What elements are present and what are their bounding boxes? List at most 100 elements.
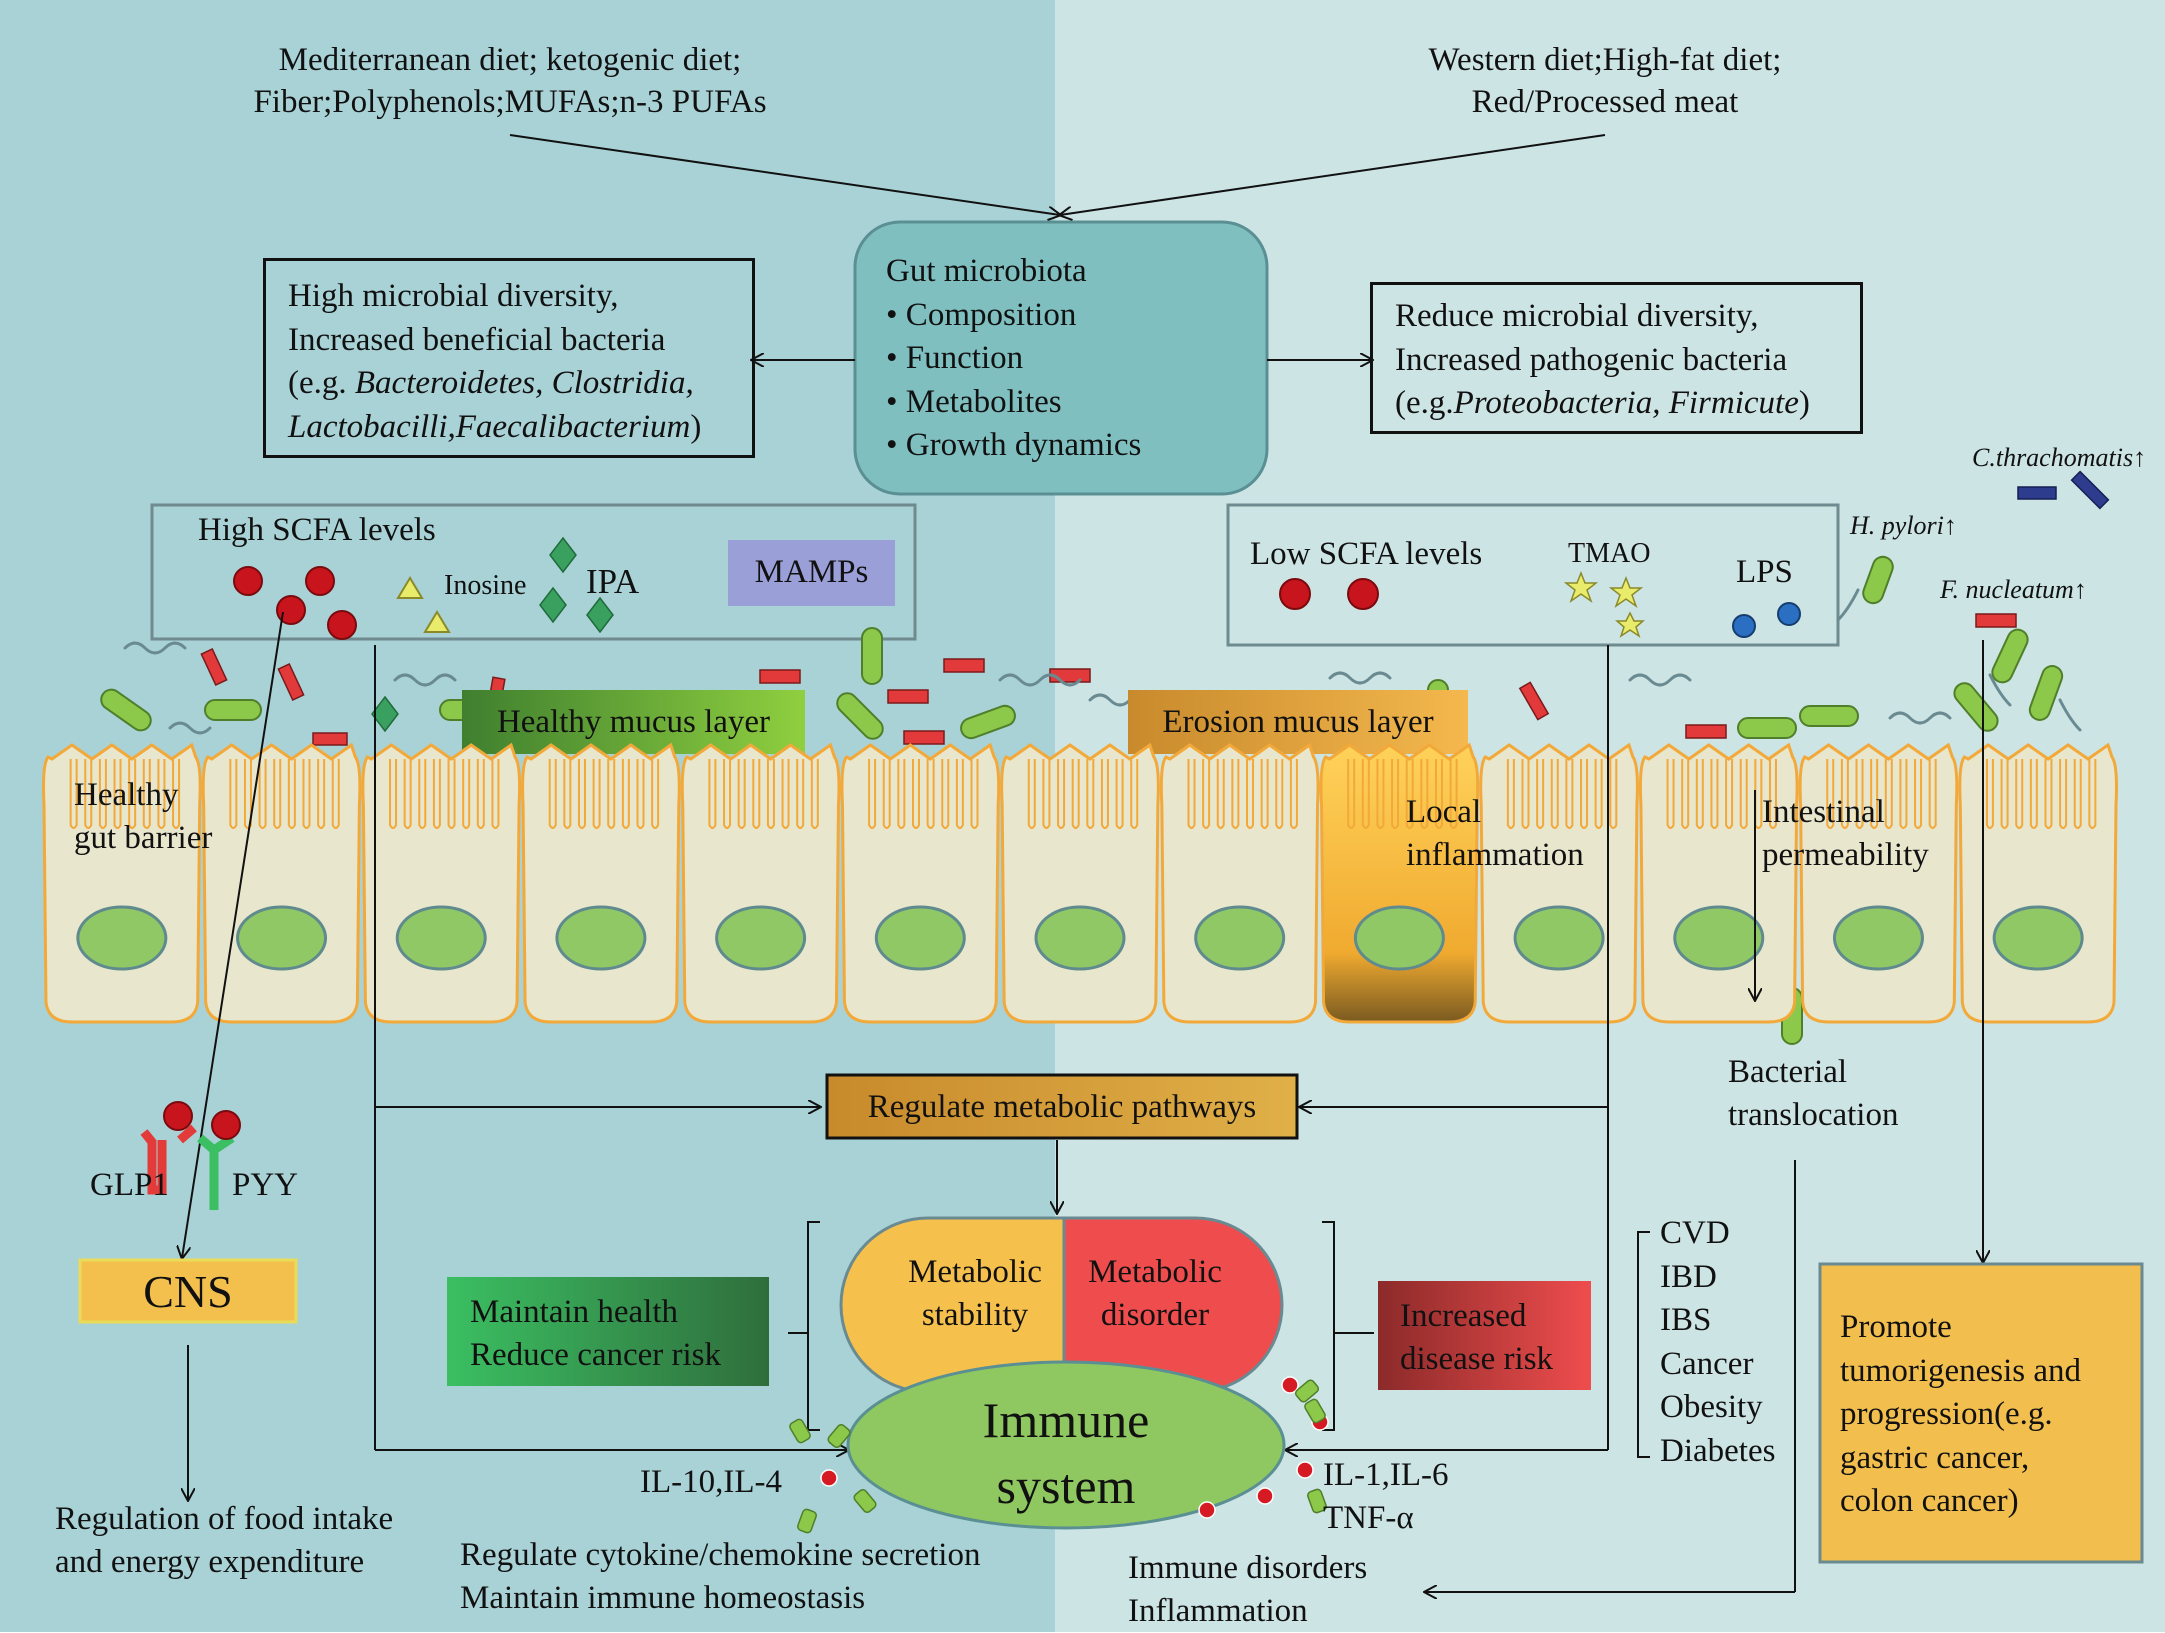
disease-item: IBS xyxy=(1660,1302,1712,1338)
healthy-mucus-label: Healthy mucus layer xyxy=(496,704,771,740)
epithelial-cell xyxy=(680,742,841,1024)
regulate-cytokine-label-1: Regulate cytokine/chemokine secretion xyxy=(460,1537,981,1573)
maintain-health-box xyxy=(447,1277,769,1386)
beneficial-eg-prefix: (e.g. xyxy=(288,365,355,401)
cell-nucleus xyxy=(1353,905,1445,971)
pathogenic-taxa: Proteobacteria, Firmicute xyxy=(1453,385,1799,421)
gut-microbiota-box xyxy=(853,220,1269,496)
left-metabolite-box xyxy=(150,503,917,641)
tumor-box xyxy=(1818,1262,2144,1564)
disease-risk-label-2: disease risk xyxy=(1400,1341,1554,1377)
ipa-label: IPA xyxy=(586,562,640,601)
anti-cytokines-label: IL-10,IL-4 xyxy=(640,1464,783,1500)
microbiota-item: • Growth dynamics xyxy=(886,427,1142,463)
beneficial-taxa-1: Bacteroidetes, Clostridia, xyxy=(354,365,694,401)
local-inflammation-label-1: Local xyxy=(1406,794,1482,830)
immune-label-2: system xyxy=(996,1458,1136,1514)
inosine-label: Inosine xyxy=(444,570,527,601)
epithelial-cell xyxy=(1958,742,2118,1024)
pathogenic-eg-prefix: (e.g. xyxy=(1395,385,1454,421)
cell-nucleus xyxy=(1034,905,1126,971)
disease-item: Obesity xyxy=(1660,1389,1763,1425)
glp1-label: GLP1 xyxy=(90,1167,169,1203)
cns-label: CNS xyxy=(143,1266,233,1317)
local-inflammation-label-2: inflammation xyxy=(1406,837,1584,873)
microbiota-title: Gut microbiota xyxy=(886,253,1087,289)
epithelial-cell xyxy=(201,742,362,1024)
regulate-cytokine-label-2: Maintain immune homeostasis xyxy=(460,1580,866,1616)
maintain-health-label-1: Maintain health xyxy=(470,1294,679,1330)
epithelial-cell xyxy=(521,742,681,1024)
epithelial-cell xyxy=(1159,742,1320,1024)
pathogenic-bacteria-box: Reduce microbial diversity, Increased pa… xyxy=(1370,282,1863,434)
beneficial-eg-suffix: ) xyxy=(690,408,702,445)
immune-system-ellipse xyxy=(846,1360,1286,1530)
epithelial-cells xyxy=(42,742,2118,1024)
unhealthy-diet-line2: Red/Processed meat xyxy=(1471,84,1739,120)
tmao-label: TMAO xyxy=(1568,538,1651,569)
cell-nucleus xyxy=(555,905,647,971)
pathogenic-eg-suffix: ) xyxy=(1798,385,1810,421)
cell-nucleus xyxy=(874,905,966,971)
mamps-box xyxy=(728,540,895,606)
scfa-dots-low xyxy=(1279,578,1379,610)
diet-arrows xyxy=(509,134,1606,215)
epithelial-cell xyxy=(1479,742,1639,1024)
pro-cytokines-label-1: IL-1,IL-6 xyxy=(1323,1457,1449,1493)
metabolic-pill xyxy=(839,1216,1284,1394)
brackets xyxy=(788,1221,1650,1458)
maintain-health-label-2: Reduce cancer risk xyxy=(470,1337,722,1373)
disease-item: Cancer xyxy=(1660,1345,1754,1382)
microbiota-item: • Function xyxy=(886,340,1024,376)
disease-item: Diabetes xyxy=(1660,1432,1776,1469)
high-scfa-label: High SCFA levels xyxy=(198,512,436,548)
lps-label: LPS xyxy=(1736,554,1793,590)
lps-dots xyxy=(1732,602,1801,638)
microbiota-item: • Metabolites xyxy=(886,383,1062,420)
disease-risk-label-1: Increased xyxy=(1400,1298,1527,1334)
pathogenic-line2: Increased pathogenic bacteria xyxy=(1395,341,1788,378)
food-intake-label-1: Regulation of food intake xyxy=(55,1501,394,1537)
immune-disorders-label-1: Immune disorders xyxy=(1128,1550,1368,1586)
unhealthy-diet-line1: Western diet;High-fat diet; xyxy=(1428,42,1782,78)
cell-nucleus xyxy=(1992,905,2084,971)
tumor-text: Promote tumorigenesis and progression(e.… xyxy=(1840,1306,2081,1524)
cell-nucleus xyxy=(1513,905,1605,971)
tumor-line: gastric cancer, xyxy=(1840,1439,2030,1476)
tmao-stars xyxy=(1563,570,1646,638)
mamps-label: MAMPs xyxy=(754,554,869,590)
microbiota-text: Gut microbiota • Composition • Function … xyxy=(886,250,1141,468)
flow-lines xyxy=(182,611,1983,1592)
immune-disorders-label-2: Inflammation xyxy=(1128,1593,1308,1629)
mucus-bacteria xyxy=(100,470,2110,1045)
cell-nucleus xyxy=(1832,905,1924,971)
tumor-line: colon cancer) xyxy=(1840,1483,2019,1519)
beneficial-taxa-2: Lactobacilli,Faecalibacterium xyxy=(288,408,691,445)
permeability-label-2: permeability xyxy=(1762,837,1929,873)
microbiota-item: • Composition xyxy=(886,296,1077,333)
cns-box xyxy=(78,1258,298,1324)
epithelial-cell xyxy=(42,742,202,1024)
metabolic-stability-label-1: Metabolic xyxy=(908,1254,1042,1290)
scfa-dots-high xyxy=(233,566,357,640)
epithelial-cell xyxy=(1798,742,1959,1024)
immune-label-1: Immune xyxy=(982,1392,1150,1448)
beneficial-bacteria-box: High microbial diversity, Increased bene… xyxy=(263,258,755,458)
erosion-mucus-label: Erosion mucus layer xyxy=(1162,704,1434,740)
metabolic-disorder-label-2: disorder xyxy=(1100,1297,1210,1333)
hpylori-label: H. pylori↑ xyxy=(1850,511,1957,540)
pyy-label: PYY xyxy=(232,1167,299,1203)
pathways-box xyxy=(825,1073,1299,1140)
inflamed-epithelial-cell xyxy=(1319,742,1480,1024)
cell-nucleus xyxy=(1194,905,1286,971)
tumor-line: Promote xyxy=(1840,1309,1952,1345)
tumor-line: tumorigenesis and xyxy=(1840,1352,2082,1389)
pro-cytokines-label-2: TNF-α xyxy=(1323,1500,1414,1536)
pathogenic-line1: Reduce microbial diversity, xyxy=(1395,298,1759,334)
disease-risk-box xyxy=(1378,1281,1591,1390)
right-metabolite-box xyxy=(1226,503,1840,647)
gut-hormone-receptors xyxy=(140,1101,241,1210)
epithelial-cell xyxy=(840,742,1001,1024)
disease-item: IBD xyxy=(1660,1258,1717,1295)
pathways-label: Regulate metabolic pathways xyxy=(867,1089,1257,1125)
